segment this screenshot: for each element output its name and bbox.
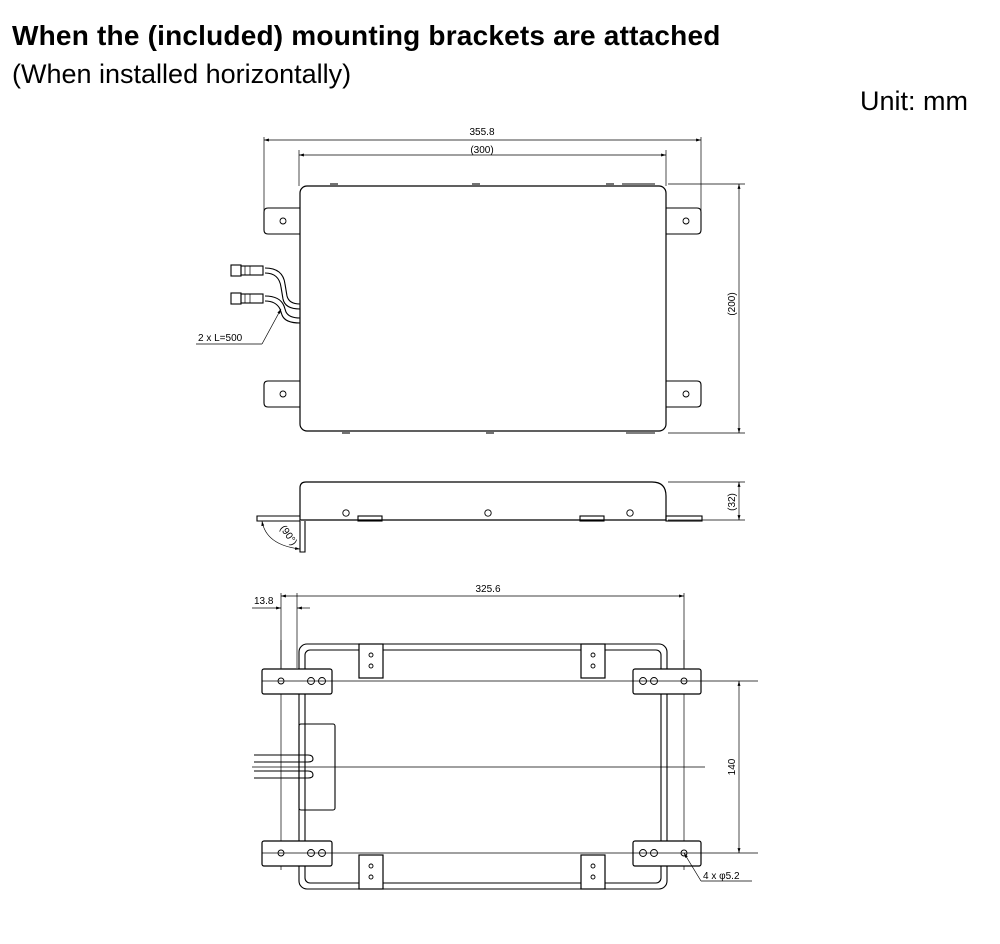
bracket-hole <box>682 217 690 225</box>
dim-body-width: (300) <box>470 145 493 156</box>
cable-assembly <box>230 264 301 324</box>
page-subtitle: (When installed horizontally) <box>12 59 352 89</box>
bracket-top-left <box>263 207 300 235</box>
dim-hole-pitch-y: 140 <box>727 758 738 775</box>
hole-spec-label: 4 x φ5.2 <box>703 871 740 882</box>
dim-hole-pitch-x: 325.6 <box>475 584 500 595</box>
mount-bracket-tr <box>632 668 702 695</box>
dim-bracket-offset: 13.8 <box>254 596 274 607</box>
page-title: When the (included) mounting brackets ar… <box>12 20 721 51</box>
top-view-body <box>299 185 667 432</box>
bracket-top-right <box>665 207 702 235</box>
mount-bracket-bl <box>261 840 333 867</box>
side-view: (90°) (32) <box>256 481 745 553</box>
bottom-view: 13.8 325.6 <box>252 584 758 890</box>
dim-side-height: (32) <box>727 493 738 511</box>
dim-body-height: (200) <box>727 292 738 315</box>
mount-bracket-tl <box>261 668 333 695</box>
bracket-hole <box>682 390 690 398</box>
bracket-bottom-left <box>263 380 300 408</box>
top-view: 355.8 (300) (200) <box>196 127 745 434</box>
bracket-bottom-right <box>665 380 702 408</box>
dim-overall-width: 355.8 <box>469 127 494 138</box>
side-view-body <box>299 481 667 521</box>
bracket-hole <box>279 217 287 225</box>
unit-label: Unit: mm <box>860 86 968 116</box>
bracket-hole <box>279 390 287 398</box>
cable-length-label: 2 x L=500 <box>198 333 243 344</box>
mount-bracket-br <box>632 840 702 867</box>
